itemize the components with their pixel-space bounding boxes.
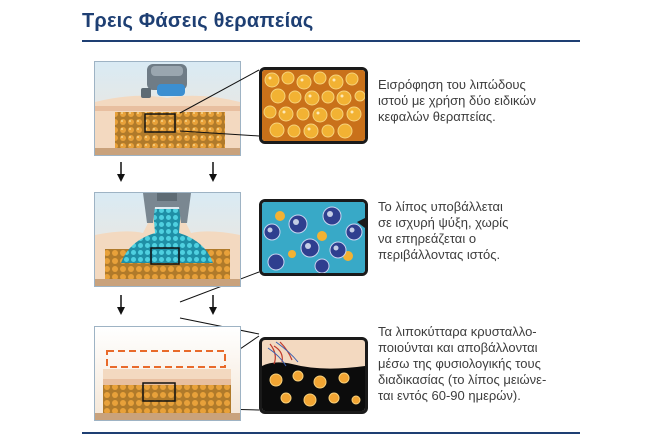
step-3-line-5: ται εντός 60-90 ημερών). <box>378 388 521 403</box>
bottom-rule <box>82 432 580 434</box>
down-arrow-icon <box>208 162 218 182</box>
down-arrow-icon <box>208 295 218 315</box>
title-rule <box>82 40 580 42</box>
down-arrow-icon <box>116 295 126 315</box>
step-3-description: Τα λιποκύτταρα κρυσταλλο- ποιούνται και … <box>378 324 568 404</box>
step-3-line-1: Τα λιποκύτταρα κρυσταλλο- <box>378 324 537 339</box>
step-3-line-4: διαδικασίας (το λίπος μειώνε- <box>378 372 547 387</box>
step-2-zoom <box>259 199 368 276</box>
step-3-line-2: ποιούνται και αποβάλλονται <box>378 340 538 355</box>
step-2-line-3: να επηρεάζεται ο <box>378 231 477 246</box>
step-2-illustration <box>94 192 241 287</box>
step-3-line-3: μέσω της φυσιολογικής τους <box>378 356 541 371</box>
step-3-illustration <box>94 326 241 421</box>
step-2-description: Το λίπος υποβάλλεται σε ισχυρή ψύξη, χωρ… <box>378 199 568 263</box>
step-2-line-1: Το λίπος υποβάλλεται <box>378 199 503 214</box>
step-1-zoom <box>259 67 368 144</box>
step-1-line-3: κεφαλών θεραπείας. <box>378 109 496 124</box>
step-3-zoom <box>259 337 368 414</box>
step-1-line-2: ιστού με χρήση δύο ειδικών <box>378 93 537 108</box>
page-title: Τρεις Φάσεις θεραπείας <box>82 10 314 32</box>
step-1-illustration <box>94 61 241 156</box>
step-1-description: Εισρόφηση του λιπώδους ιστού με χρήση δύ… <box>378 77 568 125</box>
step-2-line-2: σε ισχυρή ψύξη, χωρίς <box>378 215 509 230</box>
down-arrow-icon <box>116 162 126 182</box>
step-1-line-1: Εισρόφηση του λιπώδους <box>378 77 526 92</box>
step-2-line-4: περιβάλλοντας ιστός. <box>378 247 501 262</box>
